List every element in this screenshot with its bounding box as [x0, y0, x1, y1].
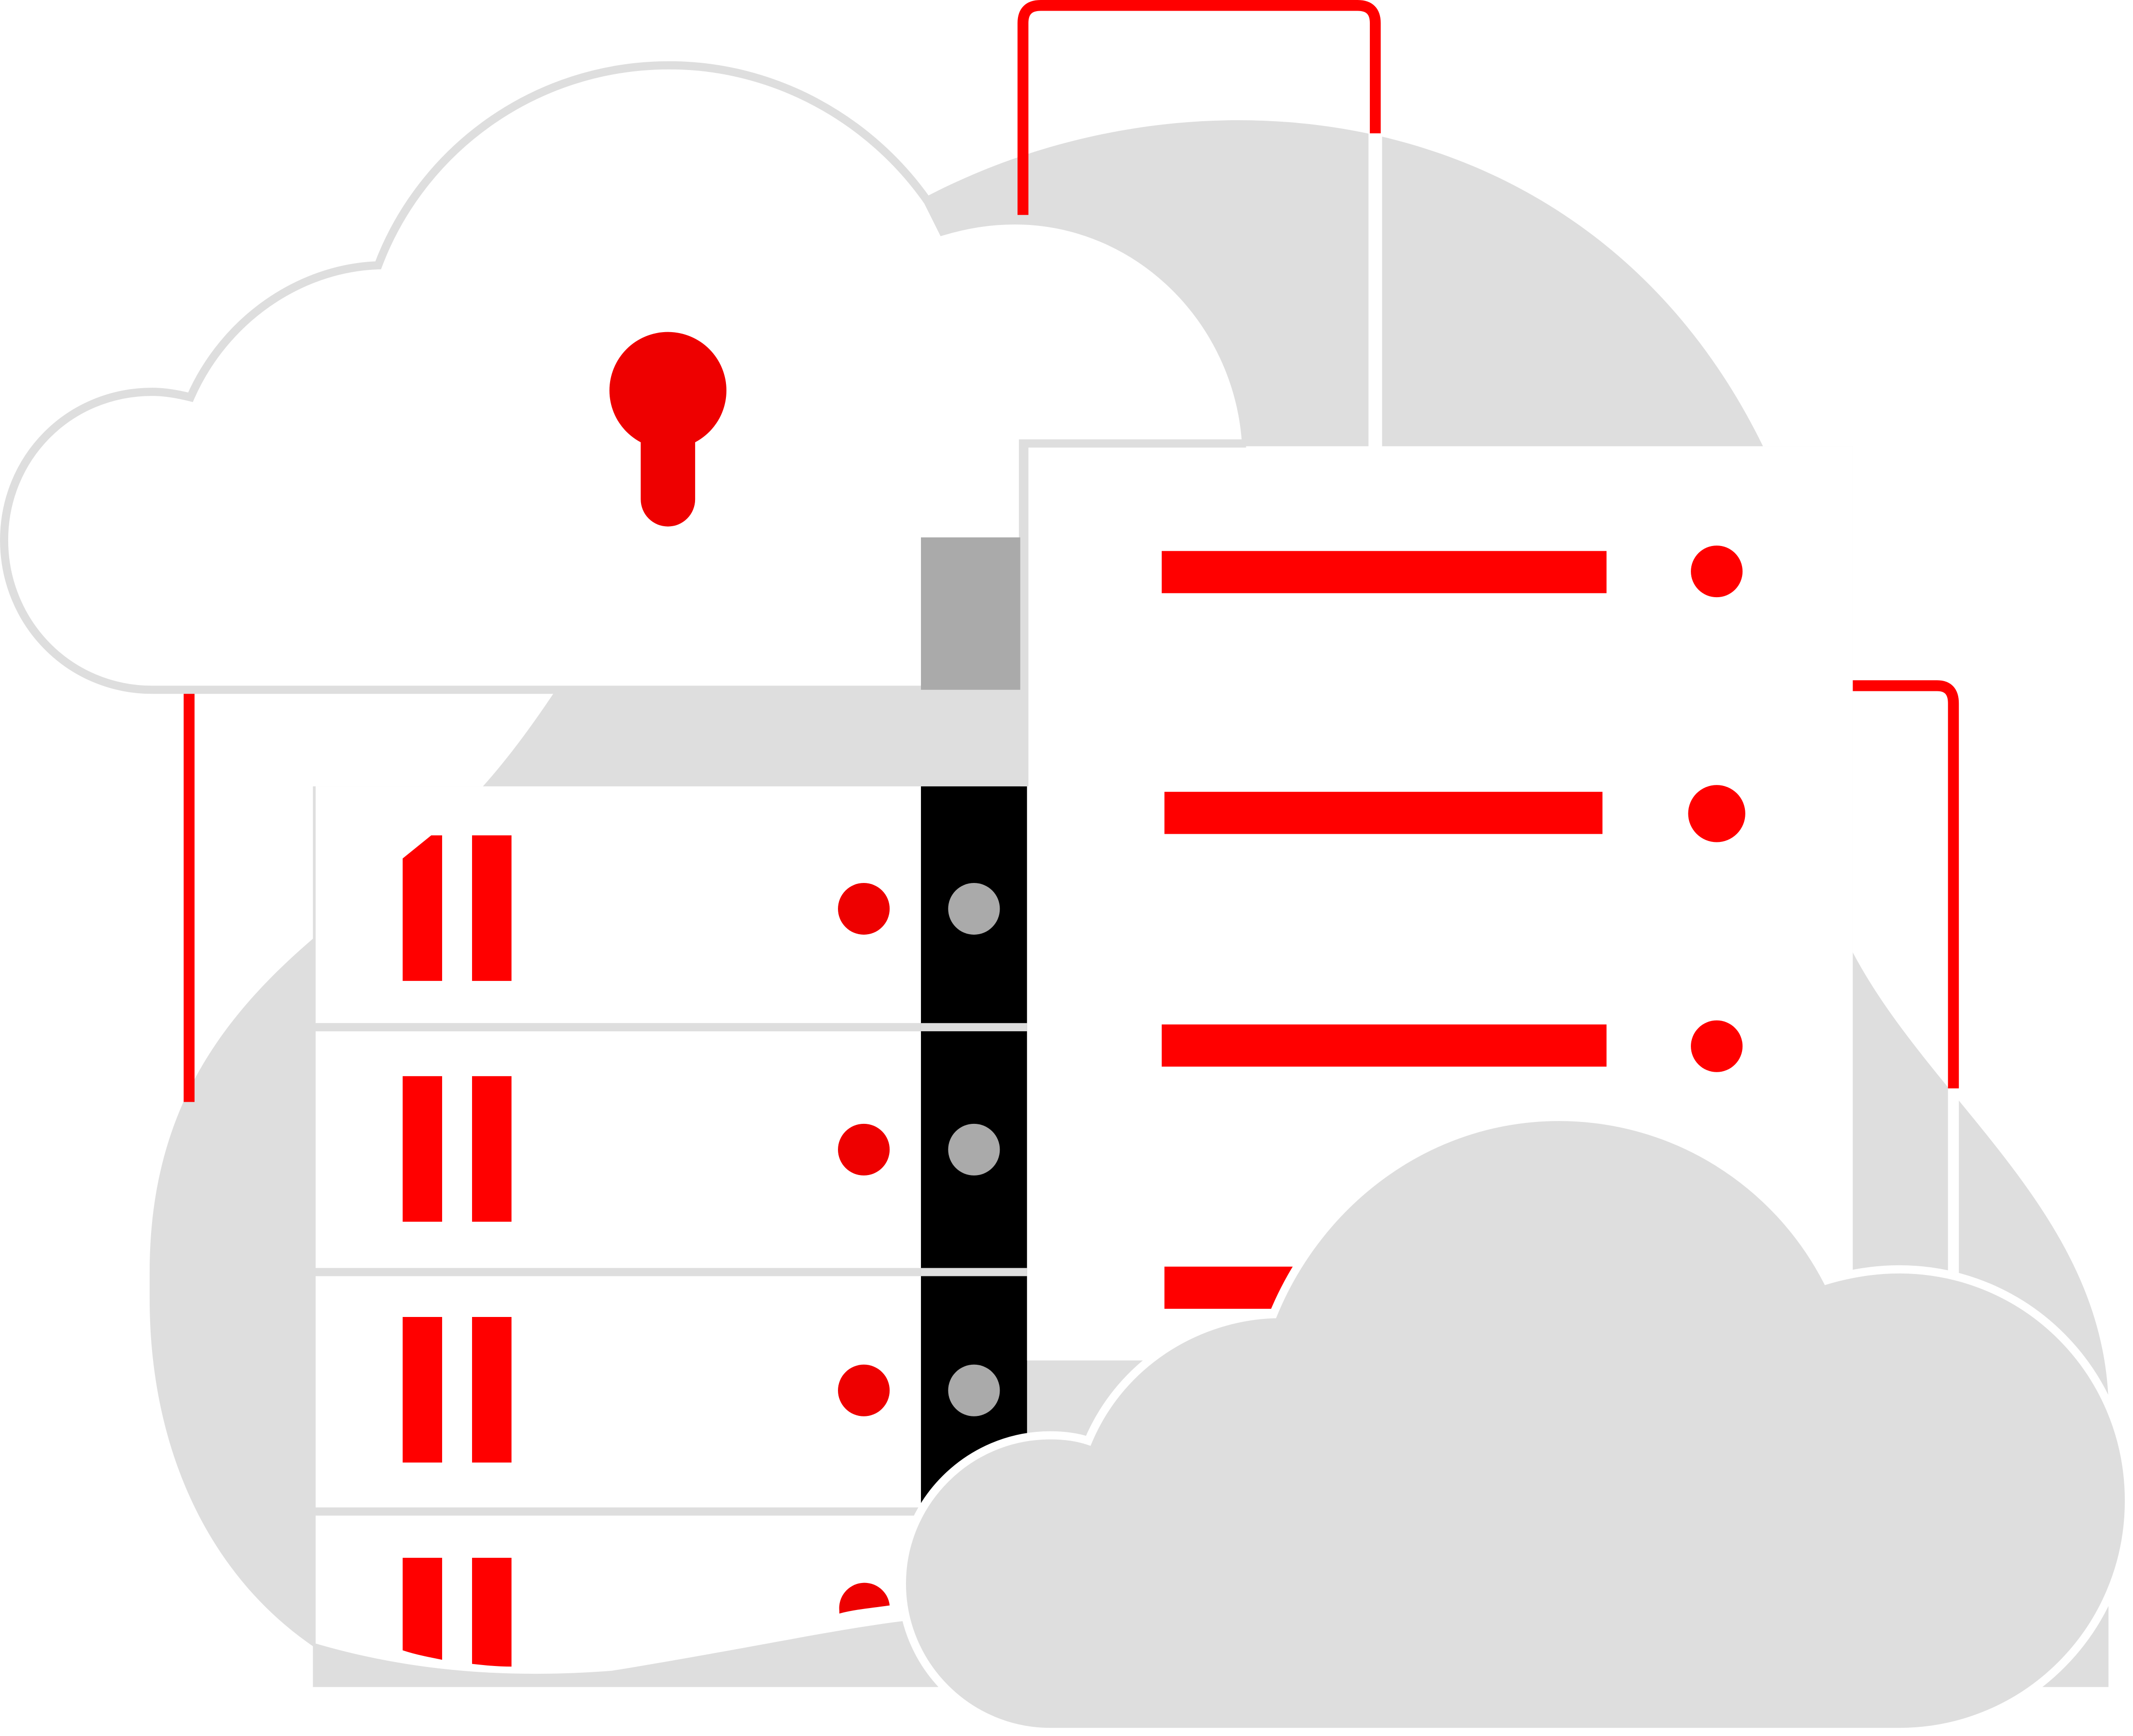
red-frame-top [1018, 0, 1381, 215]
gray-block [920, 537, 1022, 690]
panel-bars [1161, 551, 1607, 1309]
keyhole-icon [609, 332, 726, 527]
server-power-leds [948, 883, 1000, 1416]
server-slots [403, 835, 512, 1667]
server-rack [313, 786, 1027, 1674]
gray-frame-left [183, 1102, 316, 1276]
panel-dots [1688, 546, 1745, 1072]
red-frame-right [1853, 680, 1959, 1089]
server-status-leds [838, 883, 890, 1614]
gray-divider [1368, 133, 1382, 449]
bottom-cloud [898, 1113, 2133, 1736]
